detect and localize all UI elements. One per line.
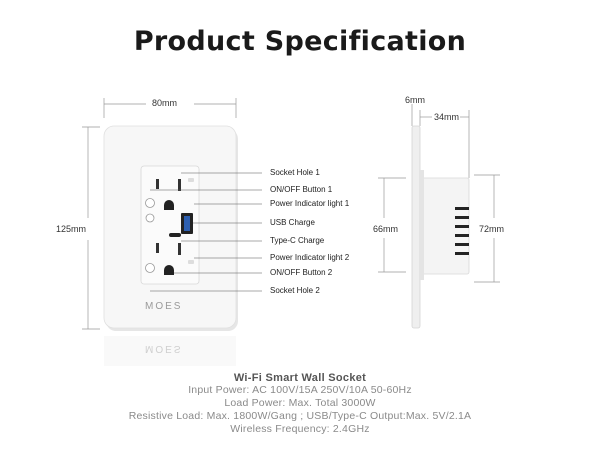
height-front-label: 125mm	[56, 224, 87, 234]
callout-socket-hole-2: Socket Hole 2	[270, 286, 320, 295]
depth-plate-label: 6mm	[405, 95, 425, 105]
on-off-button-1[interactable]	[145, 198, 155, 208]
indicator-light-1	[188, 178, 194, 182]
callout-power-indicator-2: Power Indicator light 2	[270, 253, 350, 262]
ground-hole-2	[164, 265, 174, 275]
usb-side-button	[145, 213, 155, 223]
socket-hole-1-right-slot	[178, 179, 181, 191]
socket-module	[140, 165, 200, 285]
on-off-button-2[interactable]	[145, 263, 155, 273]
plate-reflection	[104, 336, 236, 366]
ground-hole-1	[164, 200, 174, 210]
socket-hole-2-right-slot	[178, 243, 181, 255]
spec-wireless-frequency: Wireless Frequency: 2.4GHz	[230, 423, 370, 435]
vent-slots	[455, 207, 469, 255]
spec-load-power: Load Power: Max. Total 3000W	[224, 397, 376, 409]
type-c-port[interactable]	[169, 233, 181, 237]
spec-heading: Wi-Fi Smart Wall Socket	[233, 372, 367, 384]
callout-usb-charge: USB Charge	[270, 218, 315, 227]
usb-port-insert	[184, 216, 190, 231]
callout-power-indicator-1: Power Indicator light 1	[270, 199, 350, 208]
callout-on-off-button-2: ON/OFF Button 2	[270, 268, 333, 277]
brand-logo: MOES	[145, 301, 183, 312]
page-title: Product Specification	[133, 26, 467, 57]
side-plate	[411, 125, 421, 329]
brand-logo-reflection: MOES	[145, 343, 183, 354]
socket-hole-2-left-slot	[156, 243, 159, 253]
side-bracket	[420, 170, 424, 280]
spec-block: Wi-Fi Smart Wall Socket Input Power: AC …	[0, 372, 600, 436]
spec-resistive-load: Resistive Load: Max. 1800W/Gang ; USB/Ty…	[128, 410, 472, 422]
callout-type-c-charge: Type-C Charge	[270, 236, 325, 245]
body-outer-height-label: 72mm	[479, 224, 505, 234]
spec-input-power: Input Power: AC 100V/15A 250V/10A 50-60H…	[188, 384, 412, 396]
socket-hole-1-left-slot	[156, 179, 159, 189]
callout-socket-hole-1: Socket Hole 1	[270, 168, 320, 177]
callout-on-off-button-1: ON/OFF Button 1	[270, 185, 333, 194]
body-inner-height-label: 66mm	[373, 224, 399, 234]
callout-leaders	[150, 172, 262, 292]
width-front-label: 80mm	[152, 98, 178, 108]
depth-body-label: 34mm	[434, 112, 460, 122]
indicator-light-2	[188, 260, 194, 264]
